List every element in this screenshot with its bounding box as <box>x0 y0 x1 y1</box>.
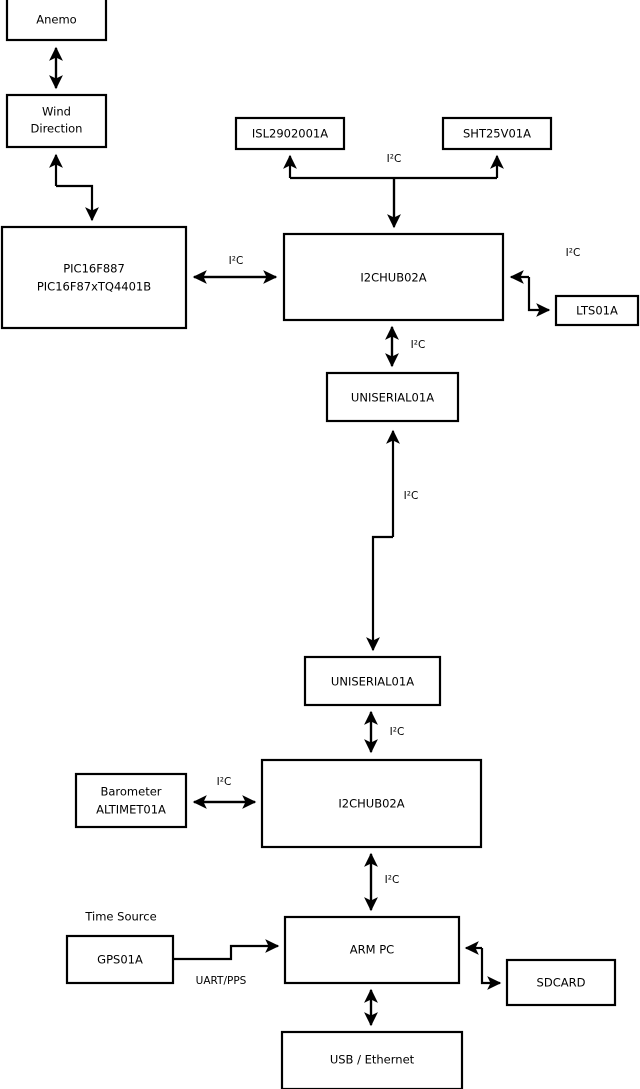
node-anemo-label: Anemo <box>36 13 76 27</box>
node-uniserial01a-lower-label: UNISERIAL01A <box>331 675 414 689</box>
node-anemo-box[interactable] <box>5 0 108 42</box>
node-barometer[interactable]: Barometer ALTIMET01A <box>74 772 188 829</box>
node-pic-mcu[interactable]: PIC16F887 PIC16F87xTQ4401B <box>0 225 188 330</box>
node-isl2902001a[interactable]: ISL2902001A <box>234 116 346 151</box>
arrowhead-down <box>366 535 393 652</box>
node-uniserial01a-upper-label: UNISERIAL01A <box>351 391 434 405</box>
edge-label-hub-lts: I²C <box>566 247 581 259</box>
node-sdcard-box[interactable] <box>505 958 617 1007</box>
node-anemo[interactable]: Anemo <box>5 0 108 42</box>
edge-labels-layer: I²C I²C I²C I²C I²C I²C I²C I²C UART/PPS <box>196 153 581 987</box>
node-barometer-label-line2: ALTIMET01A <box>96 803 166 817</box>
node-sht25v01a-label: SHT25V01A <box>463 127 531 141</box>
node-uniserial01a-upper-box[interactable] <box>325 371 460 423</box>
node-i2chub02a-bottom[interactable]: I2CHUB02A <box>260 758 483 849</box>
node-arm-pc[interactable]: ARM PC <box>283 915 461 985</box>
node-i2chub02a-bottom-label: I2CHUB02A <box>338 797 404 811</box>
arrowhead-to-lts <box>527 277 551 317</box>
edge-label-hub-isl-sht: I²C <box>387 153 402 165</box>
node-i2chub02a-top[interactable]: I2CHUB02A <box>282 232 505 322</box>
node-isl2902001a-box[interactable] <box>234 116 346 151</box>
edge-label-hub-bottom-armpc: I²C <box>385 874 400 886</box>
edge-armpc-sdcard <box>464 941 502 990</box>
node-barometer-box[interactable] <box>74 772 188 829</box>
node-wind-direction[interactable]: Wind Direction <box>5 93 108 149</box>
edge-uniserial1-uniserial2 <box>366 429 400 652</box>
node-isl2902001a-label: ISL2902001A <box>252 127 328 141</box>
node-sht25v01a-box[interactable] <box>441 116 553 151</box>
label-time-source: Time Source <box>84 910 156 924</box>
edge-hub-isl-sht <box>283 154 504 229</box>
node-gps01a-label: GPS01A <box>97 953 143 967</box>
node-pic-mcu-label-line1: PIC16F887 <box>63 262 125 276</box>
node-sht25v01a[interactable]: SHT25V01A <box>441 116 553 151</box>
node-i2chub02a-top-box[interactable] <box>282 232 505 322</box>
arrowhead-to-sdcard <box>480 948 502 990</box>
node-i2chub02a-bottom-box[interactable] <box>260 758 483 849</box>
node-sdcard[interactable]: SDCARD <box>505 958 617 1007</box>
edges-layer <box>49 46 551 1027</box>
node-wind-direction-label-line2: Direction <box>31 122 83 136</box>
edge-label-uniserial2-hub-bottom: I²C <box>390 726 405 738</box>
node-barometer-label-line1: Barometer <box>100 785 161 799</box>
edge-wind-pic <box>49 153 99 222</box>
node-arm-pc-label: ARM PC <box>350 943 394 957</box>
node-pic-mcu-box[interactable] <box>0 225 188 330</box>
edge-label-barometer-hub-bottom: I²C <box>217 776 232 788</box>
node-gps01a[interactable]: GPS01A <box>65 934 175 985</box>
node-uniserial01a-lower[interactable]: UNISERIAL01A <box>303 655 442 707</box>
node-i2chub02a-top-label: I2CHUB02A <box>360 271 426 285</box>
node-wind-direction-box[interactable] <box>5 93 108 149</box>
edge-label-hub-uniserial1: I²C <box>411 339 426 351</box>
edge-label-pic-hub: I²C <box>229 255 244 267</box>
arrowhead-to-armpc <box>173 939 280 961</box>
node-wind-direction-label-line1: Wind <box>42 105 71 119</box>
node-usb-ethernet[interactable]: USB / Ethernet <box>280 1030 464 1089</box>
node-arm-pc-box[interactable] <box>283 915 461 985</box>
node-lts01a-box[interactable] <box>554 294 640 327</box>
edge-label-uniserial1-uniserial2: I²C <box>404 490 419 502</box>
node-lts01a[interactable]: LTS01A <box>554 294 640 327</box>
node-pic-mcu-label-line2: PIC16F87xTQ4401B <box>37 280 151 294</box>
node-usb-ethernet-label: USB / Ethernet <box>330 1053 415 1067</box>
node-usb-ethernet-box[interactable] <box>280 1030 464 1089</box>
node-uniserial01a-lower-box[interactable] <box>303 655 442 707</box>
edge-gps-armpc <box>173 939 280 961</box>
edge-label-gps-armpc: UART/PPS <box>196 975 247 987</box>
node-gps01a-box[interactable] <box>65 934 175 985</box>
node-lts01a-label: LTS01A <box>576 304 618 318</box>
edge-hub-lts <box>509 270 551 317</box>
node-uniserial01a-upper[interactable]: UNISERIAL01A <box>325 371 460 423</box>
free-labels-layer: Time Source <box>84 910 156 924</box>
node-sdcard-label: SDCARD <box>537 976 586 990</box>
arrowhead-down <box>56 184 99 222</box>
